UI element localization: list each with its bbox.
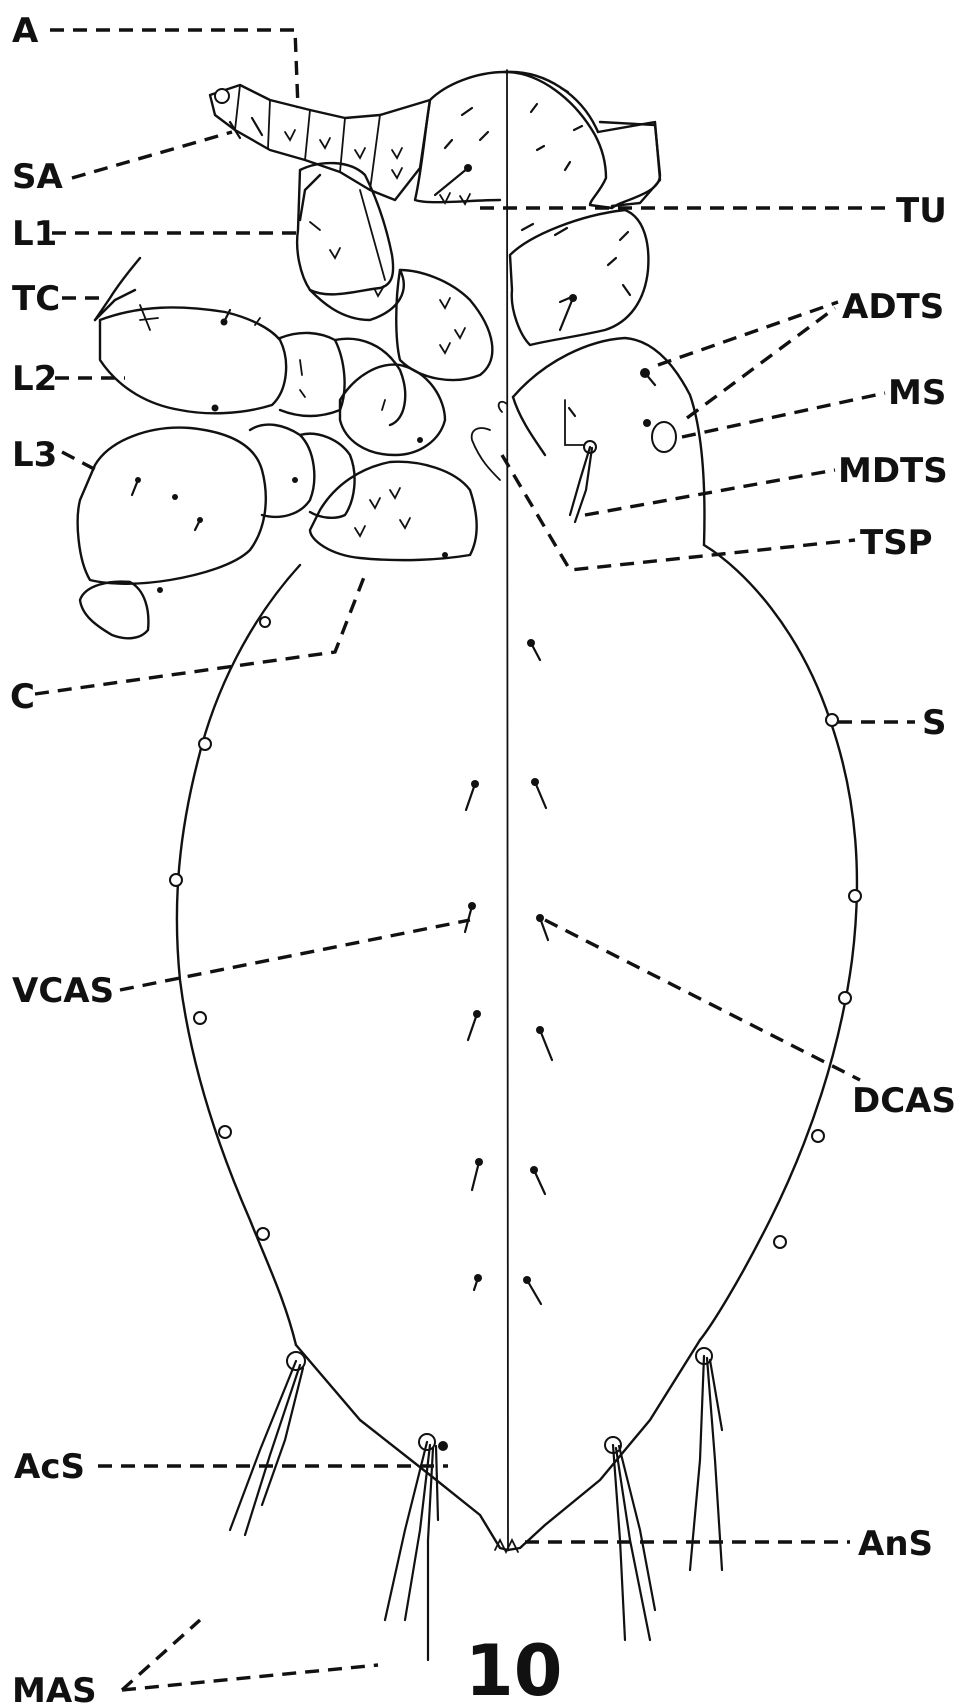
label-L2: L2	[12, 359, 57, 399]
leader-ADTS-1	[658, 302, 838, 365]
labels: A SA L1 TC L2 L3 C VCAS AcS MAS TU ADTS …	[10, 11, 956, 1705]
label-ADTS: ADTS	[842, 287, 944, 327]
figure-number: 10	[465, 1630, 562, 1705]
label-TSP: TSP	[860, 523, 933, 563]
label-L1: L1	[12, 214, 57, 254]
leader-MDTS	[585, 470, 835, 515]
label-A: A	[12, 11, 39, 51]
label-DCAS: DCAS	[852, 1081, 956, 1121]
leader-C	[35, 572, 366, 694]
leader-TSP	[502, 455, 855, 570]
leader-MAS-1	[122, 1620, 200, 1690]
posterior-setae	[230, 1348, 722, 1660]
label-TU: TU	[896, 191, 947, 231]
label-AcS: AcS	[14, 1447, 85, 1487]
label-L3: L3	[12, 435, 57, 475]
leader-L3	[62, 452, 96, 470]
leader-SA	[72, 132, 232, 178]
label-SA: SA	[12, 157, 63, 197]
setae	[170, 617, 861, 1660]
leader-DCAS	[545, 920, 860, 1080]
label-MDTS: MDTS	[838, 451, 948, 491]
leader-MAS-2	[122, 1665, 378, 1690]
body-outline	[177, 70, 857, 1552]
label-MS: MS	[888, 373, 946, 413]
label-VCAS: VCAS	[12, 971, 114, 1011]
label-MAS: MAS	[12, 1671, 97, 1705]
label-AnS: AnS	[858, 1524, 933, 1564]
label-TC: TC	[12, 279, 60, 319]
leader-ADTS-2	[687, 308, 835, 418]
leader-lines	[35, 30, 915, 1690]
label-C: C	[10, 677, 35, 717]
label-S: S	[922, 703, 947, 743]
leader-VCAS	[120, 920, 470, 990]
